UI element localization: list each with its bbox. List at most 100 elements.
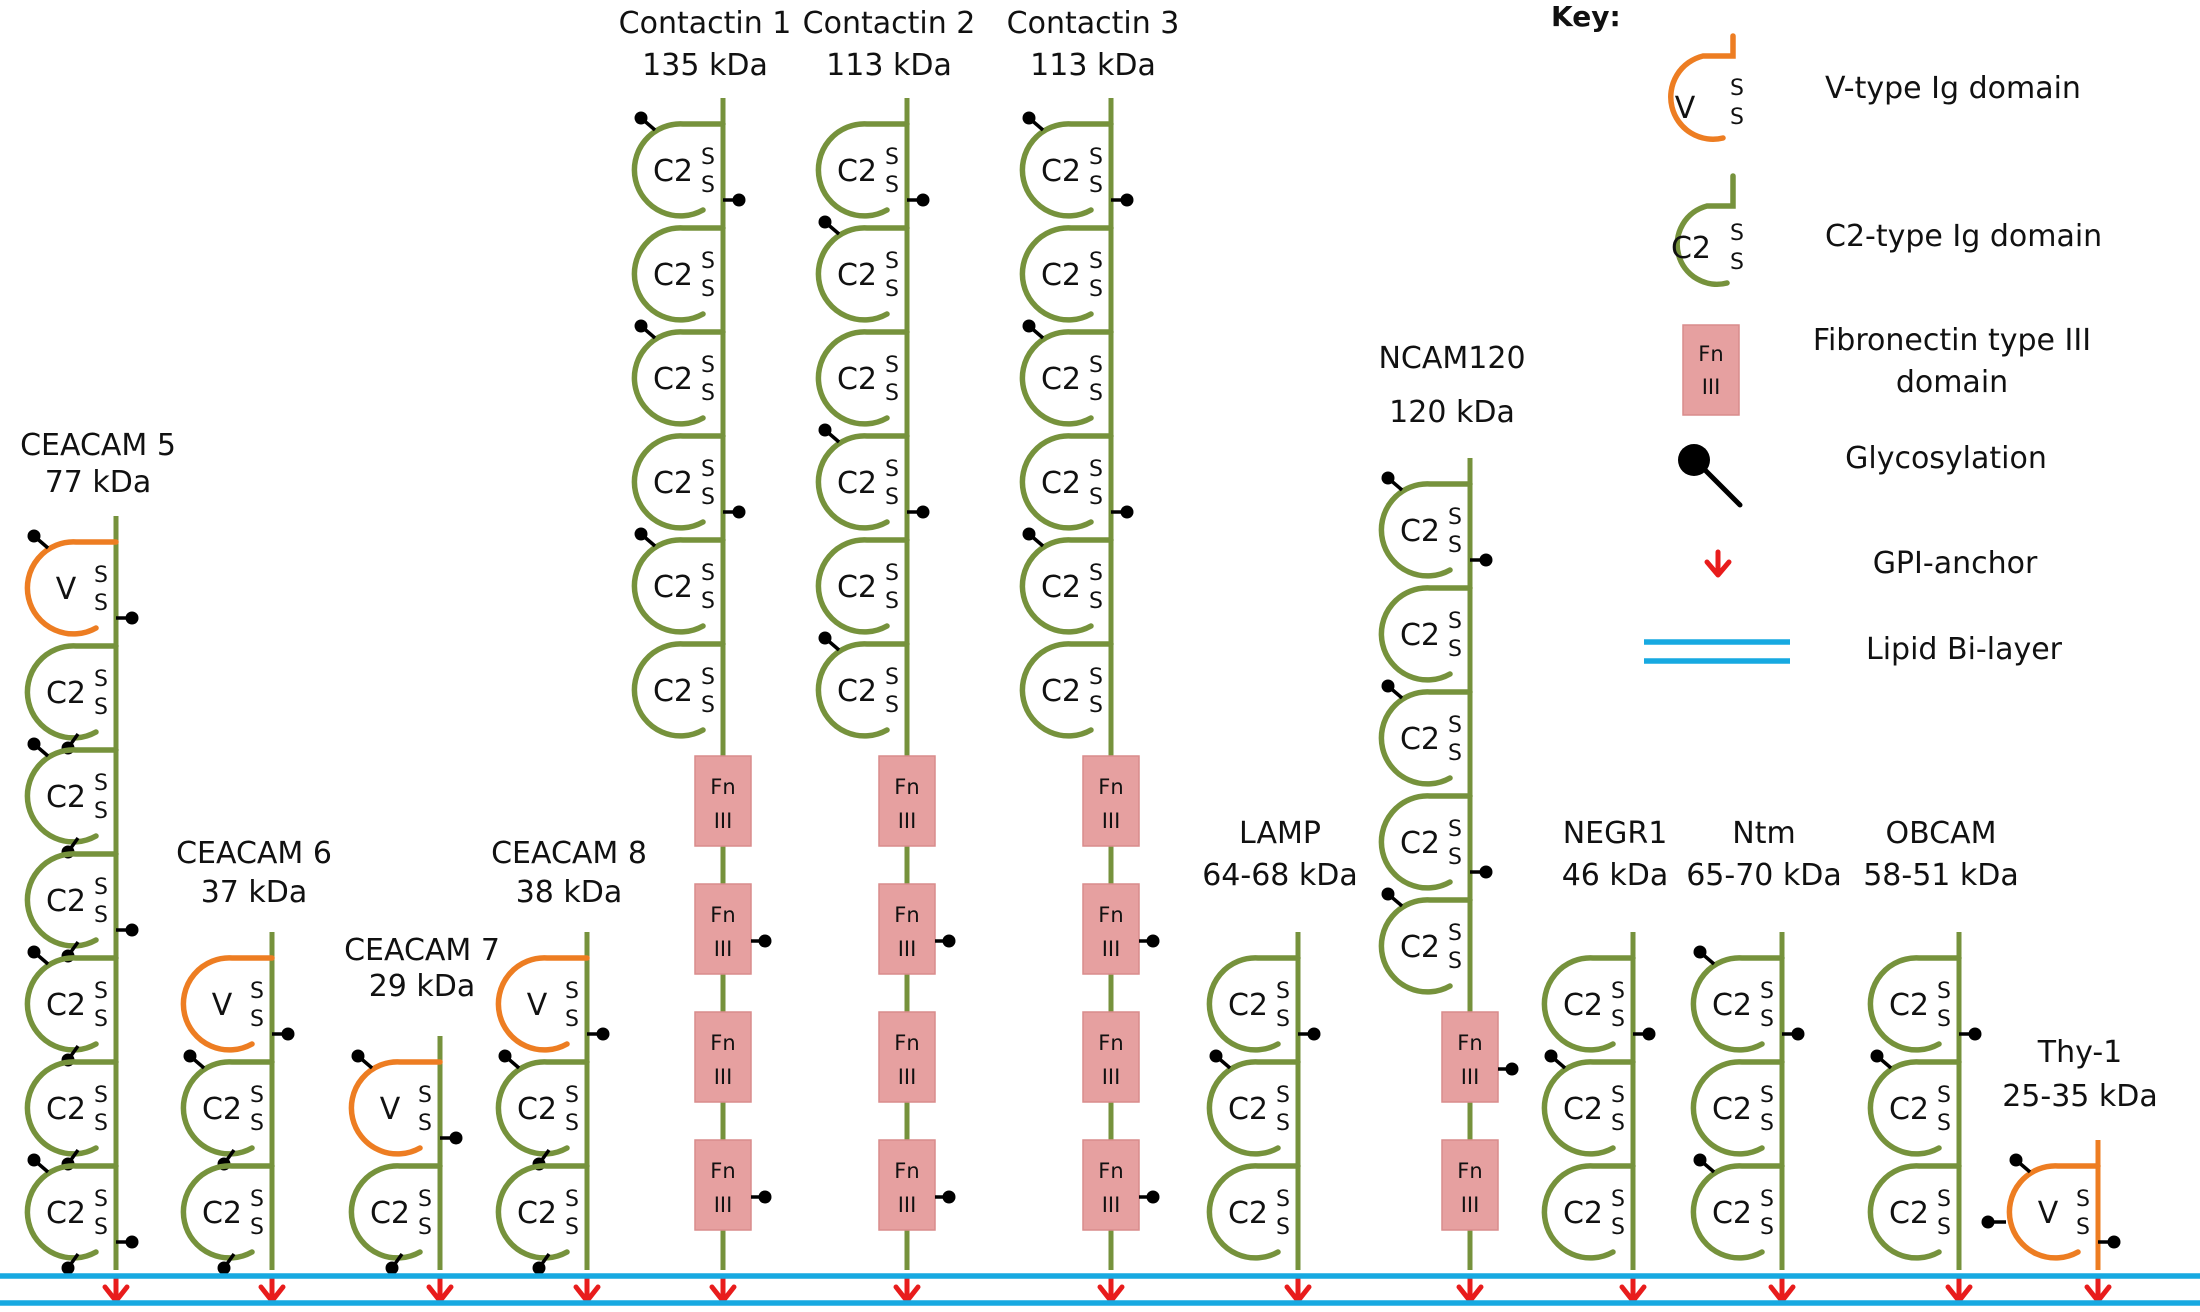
disulfide-s-top: S [1448, 505, 1462, 530]
glycan-head [125, 1235, 139, 1249]
domain-loop [24, 851, 119, 949]
glycan-head [1022, 319, 1036, 333]
glycosylation-icon [1678, 444, 1710, 476]
protein-mass: 113 kDa [1030, 48, 1156, 83]
disulfide-s-top: S [1448, 713, 1462, 738]
glycosylation-icon [116, 923, 139, 937]
glycosylation-icon [27, 945, 50, 966]
fn-box [878, 1011, 936, 1103]
domain-label: C2 [1712, 1196, 1752, 1231]
disulfide-s-top: S [885, 353, 899, 378]
protein-mass: 113 kDa [826, 48, 952, 83]
fn-label-top: Fn [894, 903, 919, 927]
disulfide-s-top: S [94, 1187, 108, 1212]
c2-type-icon [1674, 173, 1736, 288]
domain-loop [1378, 585, 1473, 683]
disulfide-s-bottom: S [1089, 277, 1103, 302]
glycosylation-icon [1959, 1027, 1982, 1041]
disulfide-s-bottom: S [418, 1111, 432, 1136]
glycosylation-icon [1470, 553, 1493, 567]
disulfide-s-bottom: S [1089, 693, 1103, 718]
lipid-bilayer [0, 1273, 2200, 1306]
domain-loop [1019, 121, 1114, 219]
gpi-anchor-icon [2084, 1275, 2112, 1304]
fn-label-bottom: III [1461, 1193, 1480, 1217]
disulfide-s-bottom: S [94, 1111, 108, 1136]
disulfide-s-top: S [1611, 1187, 1625, 1212]
disulfide-s-bottom: S [885, 277, 899, 302]
domain-loop [24, 955, 119, 1053]
domain-loop [1867, 1163, 1962, 1261]
glycan-head [449, 1131, 463, 1145]
gpi-anchor-icon [709, 1275, 737, 1304]
domain-label: C2 [46, 988, 86, 1023]
domain-loop [815, 225, 910, 323]
glycosylation-icon [1693, 945, 1716, 966]
gpi-anchor-icon [426, 1275, 454, 1304]
glycan-head [385, 1261, 399, 1275]
fn-box [694, 883, 752, 975]
glycosylation-icon [634, 111, 657, 132]
glycan-head [498, 1049, 512, 1063]
disulfide-s-bottom: S [1089, 485, 1103, 510]
gpi-anchor-icon [102, 1275, 130, 1304]
glycan-head [818, 215, 832, 229]
v-type-icon [1668, 33, 1736, 142]
glycan-head [1381, 679, 1395, 693]
domain-label: C2 [1563, 988, 1603, 1023]
glycosylation-icon [1111, 505, 1134, 519]
domain-loop [1019, 225, 1114, 323]
key-label-glycosylation: Glycosylation [1845, 441, 2047, 476]
glycan-head [634, 527, 648, 541]
glycosylation-icon [272, 1027, 295, 1041]
glycosylation-icon [723, 193, 746, 207]
disulfide-s-bottom: S [1760, 1111, 1774, 1136]
domain-loop [1378, 897, 1473, 995]
domain-loop [815, 537, 910, 635]
glycosylation-icon [1381, 679, 1404, 700]
glycosylation-icon [27, 737, 50, 758]
disulfide-s-bottom: S [1276, 1215, 1290, 1240]
disulfide-s-top: S [1448, 817, 1462, 842]
domain-label: C2 [1041, 258, 1081, 293]
glycosylation-icon [1022, 527, 1045, 548]
glycan-head [217, 1261, 231, 1275]
domain-label: C2 [837, 466, 877, 501]
key-label-c2-type: C2-type Ig domain [1825, 219, 2102, 254]
glycosylation-icon [1381, 471, 1404, 492]
glycan-head [27, 737, 41, 751]
domain-loop [24, 643, 119, 741]
domain-label: C2 [370, 1196, 410, 1231]
disulfide-s-bottom: S [1276, 1111, 1290, 1136]
disulfide-s-bottom: S [885, 381, 899, 406]
key-c2-s1: S [1730, 221, 1744, 246]
disulfide-s-top: S [94, 1083, 108, 1108]
glycan-head [125, 611, 139, 625]
glycan-head [2107, 1235, 2121, 1249]
glycosylation-icon [1022, 319, 1045, 340]
glycosylation-icon [723, 505, 746, 519]
disulfide-s-bottom: S [1760, 1007, 1774, 1032]
disulfide-s-bottom: S [885, 485, 899, 510]
domain-loop [1541, 1163, 1636, 1261]
glycosylation-icon [116, 611, 139, 625]
disulfide-s-bottom: S [1448, 949, 1462, 974]
fn-label-top: Fn [1098, 1031, 1123, 1055]
fn-box [694, 1011, 752, 1103]
disulfide-s-bottom: S [701, 173, 715, 198]
disulfide-s-top: S [1611, 1083, 1625, 1108]
